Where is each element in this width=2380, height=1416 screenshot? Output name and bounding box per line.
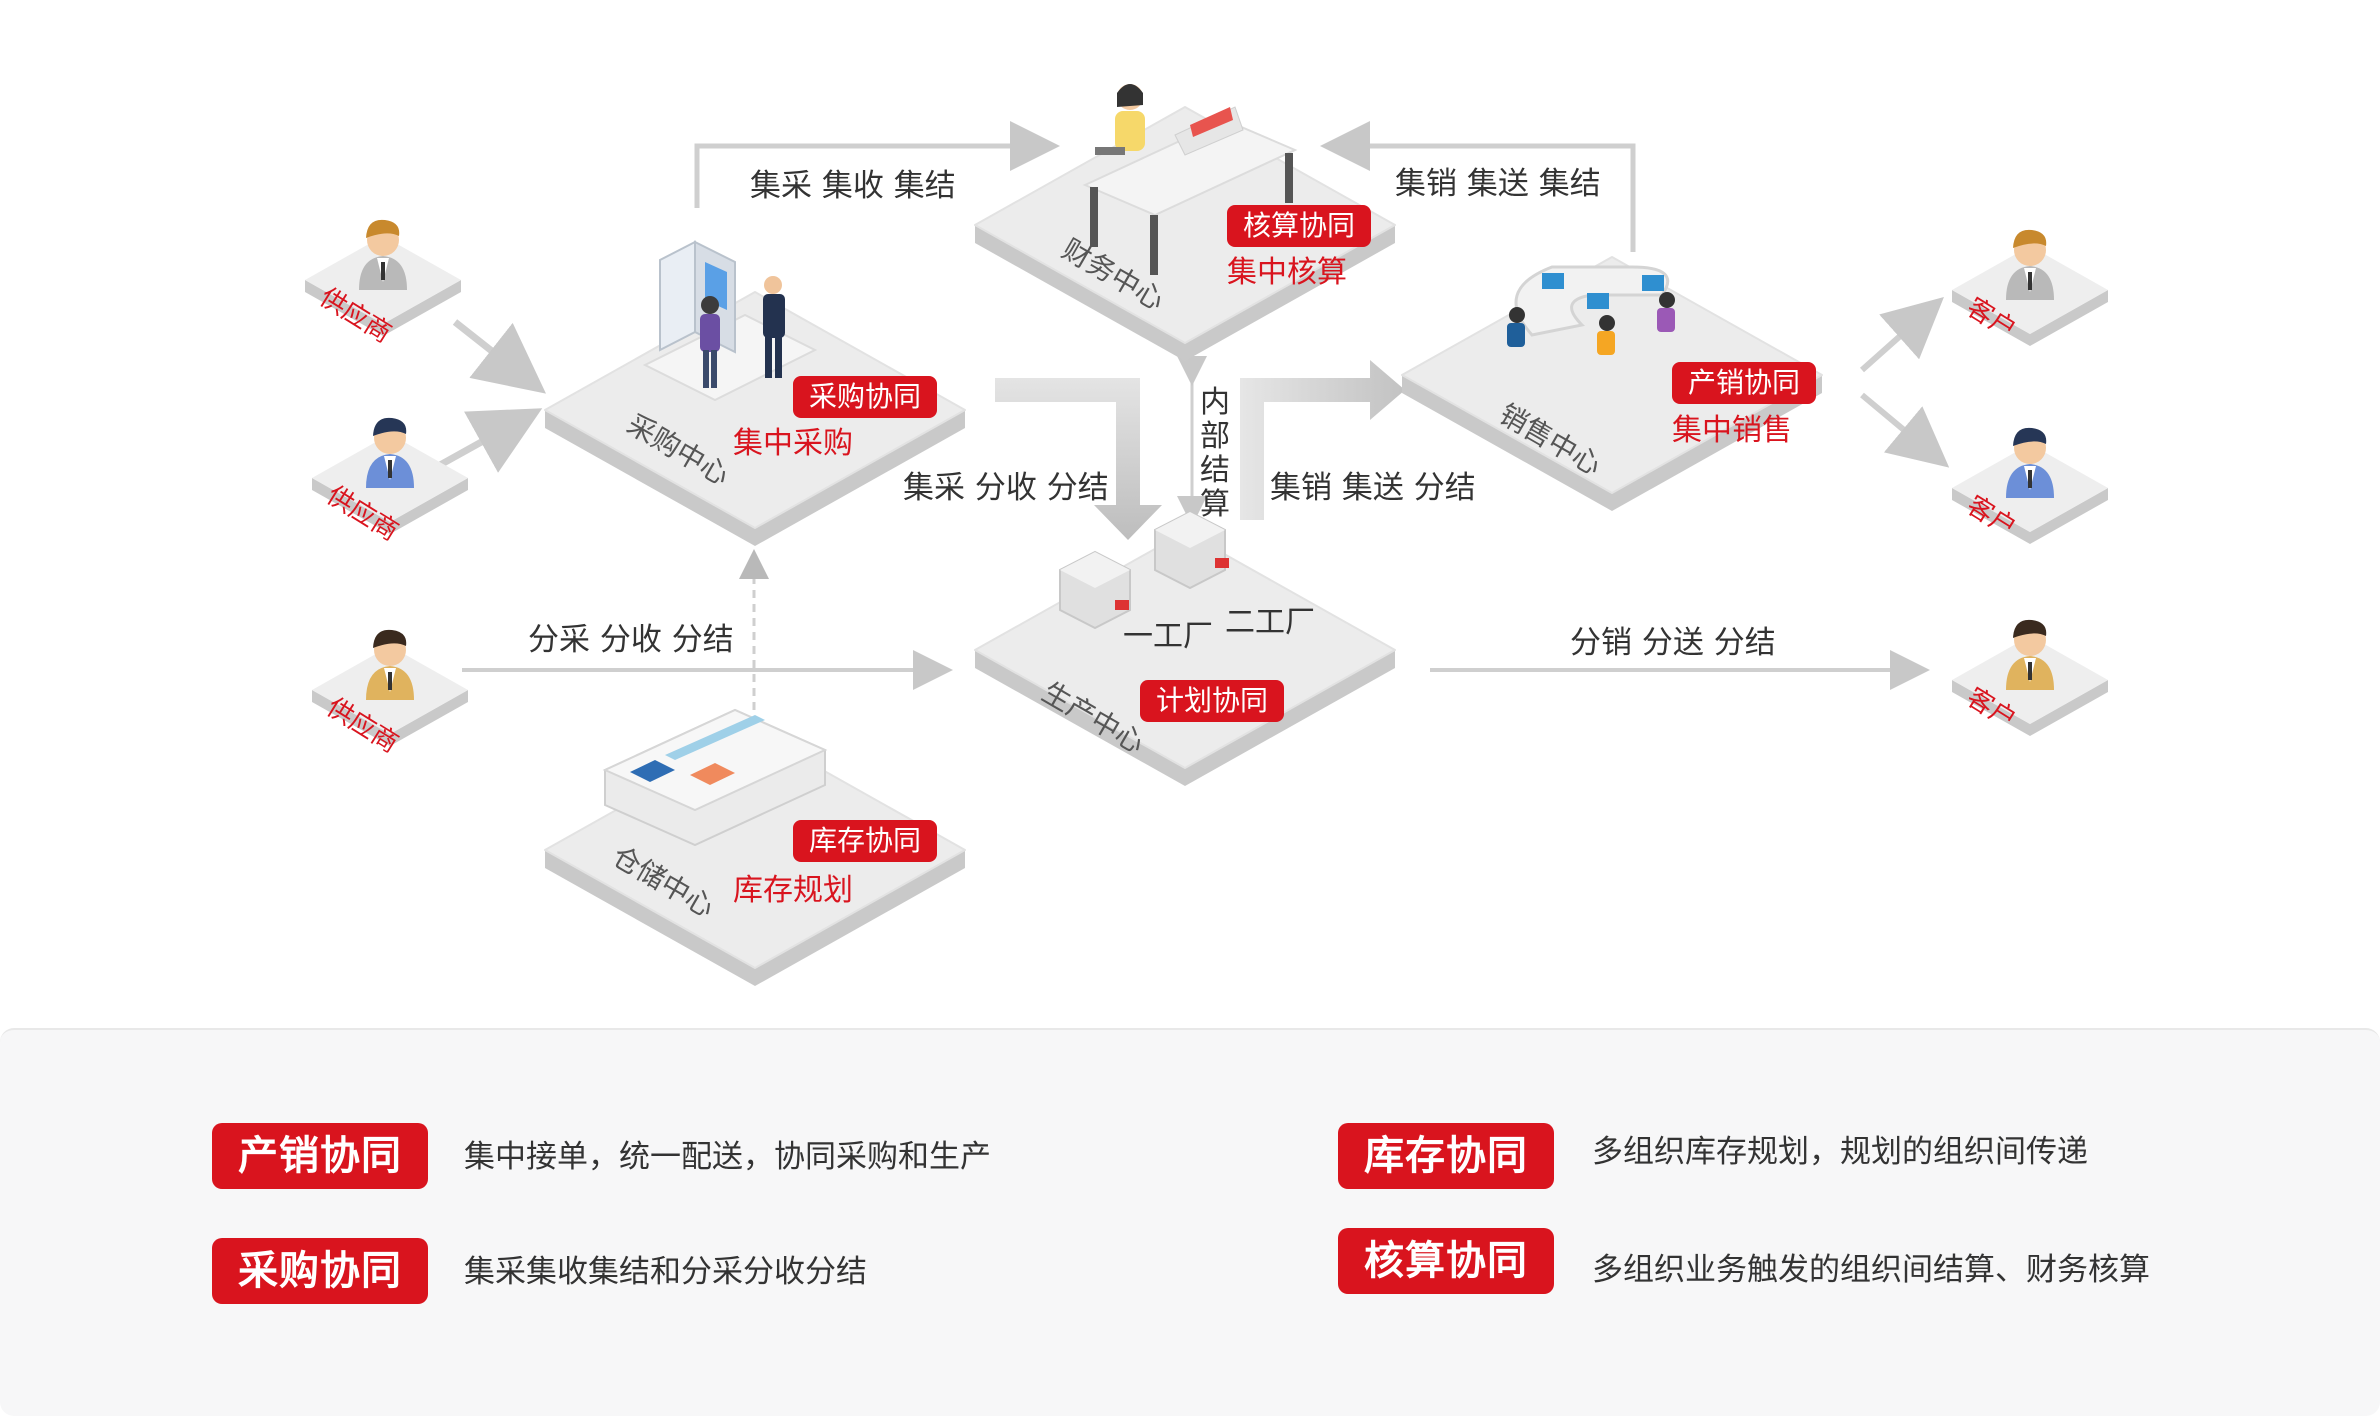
legend-panel: 产销协同 集中接单，统一配送，协同采购和生产 采购协同 集采集收集结和分采分收分…: [0, 1028, 2380, 1416]
warehouse-subtitle: 库存规划: [733, 873, 853, 908]
arrow-supplier2-purchase: [438, 408, 543, 473]
customer-3: 客户: [1952, 619, 2108, 736]
platform: [544, 291, 966, 546]
flow-labels: 集采 集收 集结 集销 集送 集结 集采 分收 分结 集销 集送 分结 分采 分…: [528, 166, 1776, 661]
flow-purchase-finance: 集采 集收 集结: [750, 168, 956, 204]
legend-desc-purchase: 集采集收集结和分采分收分结: [464, 1254, 867, 1290]
center-finance: 核算协同 集中核算 财务中心: [974, 84, 1396, 361]
warehouse-badge: 库存协同: [809, 824, 921, 857]
center-purchase: 采购协同 集中采购 采购中心: [544, 240, 966, 546]
office-icon: [1507, 265, 1675, 355]
people-icon: [700, 276, 785, 388]
customer-2: 客户: [1952, 427, 2108, 544]
finance-badge: 核算协同: [1243, 209, 1355, 242]
legend-tag-accounting: 核算协同: [1338, 1228, 1554, 1294]
flow-sales-production: 集销 集送 分结: [1270, 470, 1476, 506]
arrow-sales-finance: [1320, 121, 1636, 252]
person-platform-side: [305, 280, 461, 336]
person-platform-side: [312, 478, 468, 534]
flow-supplier-production: 分采 分收 分结: [528, 622, 734, 658]
person-platform-side: [1952, 488, 2108, 544]
big-arrows: [995, 360, 1405, 540]
legend-desc-accounting: 多组织业务触发的组织间结算、财务核算: [1592, 1252, 2150, 1288]
person-icon: [366, 629, 414, 700]
sales-badge-bg: [1672, 362, 1816, 404]
legend-tag-inventory: 库存协同: [1338, 1123, 1554, 1189]
suppliers: 供应商 供应商 供应商: [305, 219, 468, 759]
flow-internal-settlement: 内部结算: [1200, 385, 1230, 522]
factory-icon: [1059, 510, 1229, 630]
connectors: [438, 121, 1950, 710]
center-warehouse: 库存协同 库存规划 仓储中心: [544, 708, 966, 986]
sales-subtitle: 集中销售: [1672, 413, 1792, 448]
supplier-2: 供应商: [312, 417, 468, 547]
arrow-sales-customer1: [1860, 297, 1944, 373]
factory-1: 一工厂: [1123, 619, 1213, 654]
legend-desc-sales: 集中接单，统一配送，协同采购和生产: [464, 1139, 991, 1175]
factory-2: 二工厂: [1225, 605, 1315, 640]
arrow-supplier1-purchase: [452, 319, 546, 394]
person-icon: [366, 417, 414, 488]
supplier-1: 供应商: [305, 219, 461, 349]
desk-icon: [1082, 84, 1298, 275]
person-platform-side: [312, 690, 468, 746]
center-sales: 产销协同 集中销售 销售中心: [1401, 256, 1823, 511]
person-icon: [359, 219, 407, 290]
purchase-badge: 采购协同: [809, 380, 921, 413]
purchase-subtitle: 集中采购: [733, 426, 853, 461]
legend-tag-purchase: 采购协同: [212, 1238, 428, 1304]
person-icon: [2006, 427, 2054, 498]
arrow-sales-customer2: [1860, 392, 1950, 468]
production-badge: 计划协同: [1156, 684, 1268, 717]
person-icon: [2006, 619, 2054, 690]
arrow-production-sales: [1240, 360, 1405, 520]
person-icon: [2006, 229, 2054, 300]
legend-desc-inventory: 多组织库存规划，规划的组织间传递: [1592, 1134, 2088, 1170]
supplier-3: 供应商: [312, 629, 468, 759]
finance-badge-bg: [1227, 205, 1371, 247]
customers: 客户 客户 客户: [1952, 229, 2108, 736]
person-platform-side: [1952, 680, 2108, 736]
customer-1: 客户: [1952, 229, 2108, 346]
warehouse-icon: [602, 708, 828, 847]
person-platform-side: [1952, 290, 2108, 346]
warehouse-badge-bg: [793, 820, 937, 862]
purchase-badge-bg: [793, 376, 937, 418]
collaboration-diagram: 供应商 供应商 供应商 客户 客户 客户 核算协同 集中核算 财务中心: [305, 84, 2108, 986]
arrow-purchase-production: [995, 378, 1162, 540]
finance-subtitle: 集中核算: [1227, 255, 1347, 290]
flow-sales-finance: 集销 集送 集结: [1395, 166, 1601, 202]
legend-tag-sales: 产销协同: [212, 1123, 428, 1189]
flow-production-customer: 分销 分送 分结: [1570, 625, 1776, 661]
flow-purchase-production: 集采 分收 分结: [903, 470, 1109, 506]
arrow-purchase-finance: [694, 121, 1060, 208]
platform: [1401, 256, 1823, 511]
sales-badge: 产销协同: [1688, 366, 1800, 399]
center-production: 一工厂 二工厂 计划协同 生产中心: [974, 510, 1396, 786]
production-badge-bg: [1140, 680, 1284, 722]
